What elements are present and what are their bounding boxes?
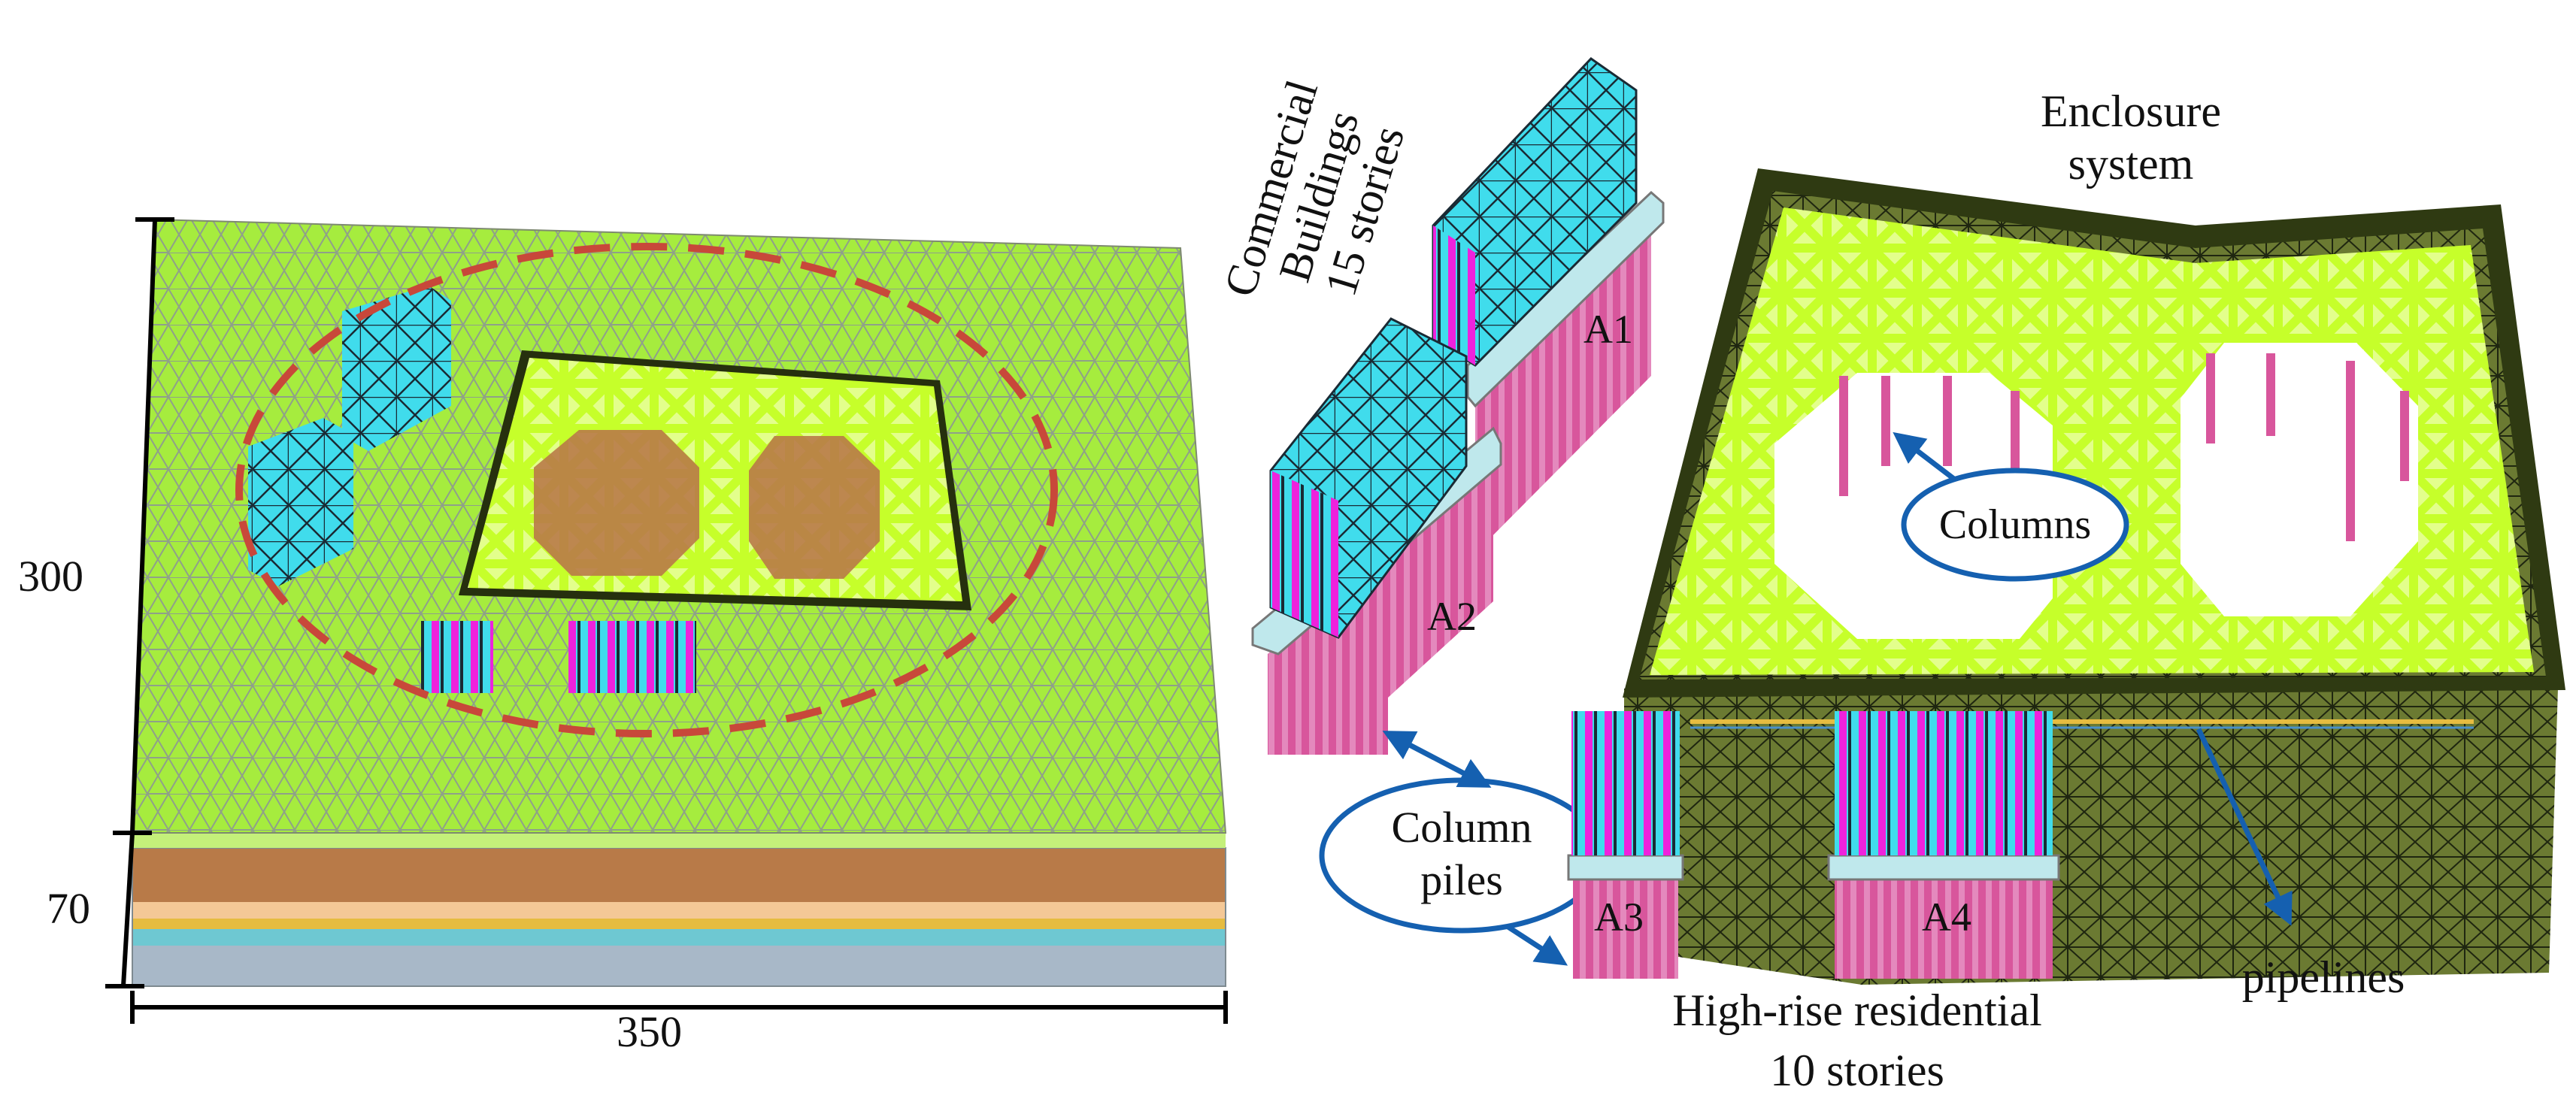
soil-layer-cyan [132, 929, 1226, 946]
excavation-soil-left [534, 430, 699, 576]
commercial-buildings: A1 A2 Commercial Buildings 15 stories [1214, 57, 1665, 755]
building-a2-small [248, 418, 353, 586]
building-a1-small [342, 286, 451, 451]
residential-label-line2: 10 stories [1770, 1046, 1944, 1095]
label-a3: A3 [1594, 895, 1644, 940]
residential-buildings: A3 A4 High-rise residential 10 stories [1567, 711, 2060, 1095]
dim-depth-line [121, 832, 135, 987]
pile-group-a1 [1475, 218, 1651, 553]
building-a4-small [568, 621, 696, 693]
columns-arrow [1893, 431, 1957, 482]
pile-group-a2 [1268, 451, 1493, 755]
label-a2: A2 [1427, 594, 1477, 639]
soil-layer-yellow [132, 919, 1226, 929]
raft-a4 [1827, 854, 2060, 881]
column-piles-arrow-up [1382, 731, 1492, 788]
enclosure-system: Enclosure system Columns pipelines [1623, 86, 2565, 1002]
soil-layer-brown [132, 848, 1226, 902]
enclosure-opening-right [2181, 343, 2418, 616]
dim-width-label: 350 [617, 1007, 682, 1056]
building-a2-columns [1271, 471, 1338, 637]
pipelines-arrow [2196, 728, 2293, 926]
dim-height-label: 300 [18, 552, 83, 601]
dim-depth-label: 70 [47, 884, 90, 933]
soil-model [131, 218, 1227, 987]
columns-callout-ellipse [1901, 468, 2129, 582]
label-a4: A4 [1922, 895, 1971, 940]
column-piles-callout: Column piles [1319, 731, 1605, 966]
pile-group-a3 [1573, 879, 1678, 979]
raft-a1 [1466, 190, 1665, 408]
column-piles-arrow-down [1505, 924, 1568, 966]
dimension-lines: 300 70 350 [18, 217, 1228, 1056]
enclosure-label-line1: Enclosure [2041, 86, 2221, 136]
enclosure-front-soil [1624, 689, 2558, 985]
enclosure-columns [1839, 353, 2409, 541]
raft-a3 [1567, 854, 1684, 881]
dim-height-line [130, 219, 157, 834]
pipelines-label: pipelines [2242, 952, 2405, 1002]
column-piles-line2: piles [1420, 855, 1503, 904]
soil-layer-peach [132, 902, 1226, 919]
column-piles-line1: Column [1392, 803, 1532, 852]
columns-label: Columns [1939, 501, 2091, 548]
pile-group-a4 [1835, 879, 2053, 979]
soil-layer-grey [132, 946, 1226, 986]
excavation-soil-right [749, 436, 880, 579]
ground-top-edge [132, 833, 1226, 848]
label-a1: A1 [1583, 307, 1633, 352]
enclosure-label-line2: system [2068, 139, 2194, 189]
influence-zone-ellipse [235, 243, 1058, 737]
building-a3-small [421, 621, 493, 693]
building-a1-columns [1433, 226, 1475, 365]
commercial-label-group: Commercial Buildings 15 stories [1214, 74, 1414, 302]
residential-label-line1: High-rise residential [1672, 985, 2042, 1035]
building-a3 [1571, 711, 1680, 855]
building-a4 [1835, 711, 2053, 855]
